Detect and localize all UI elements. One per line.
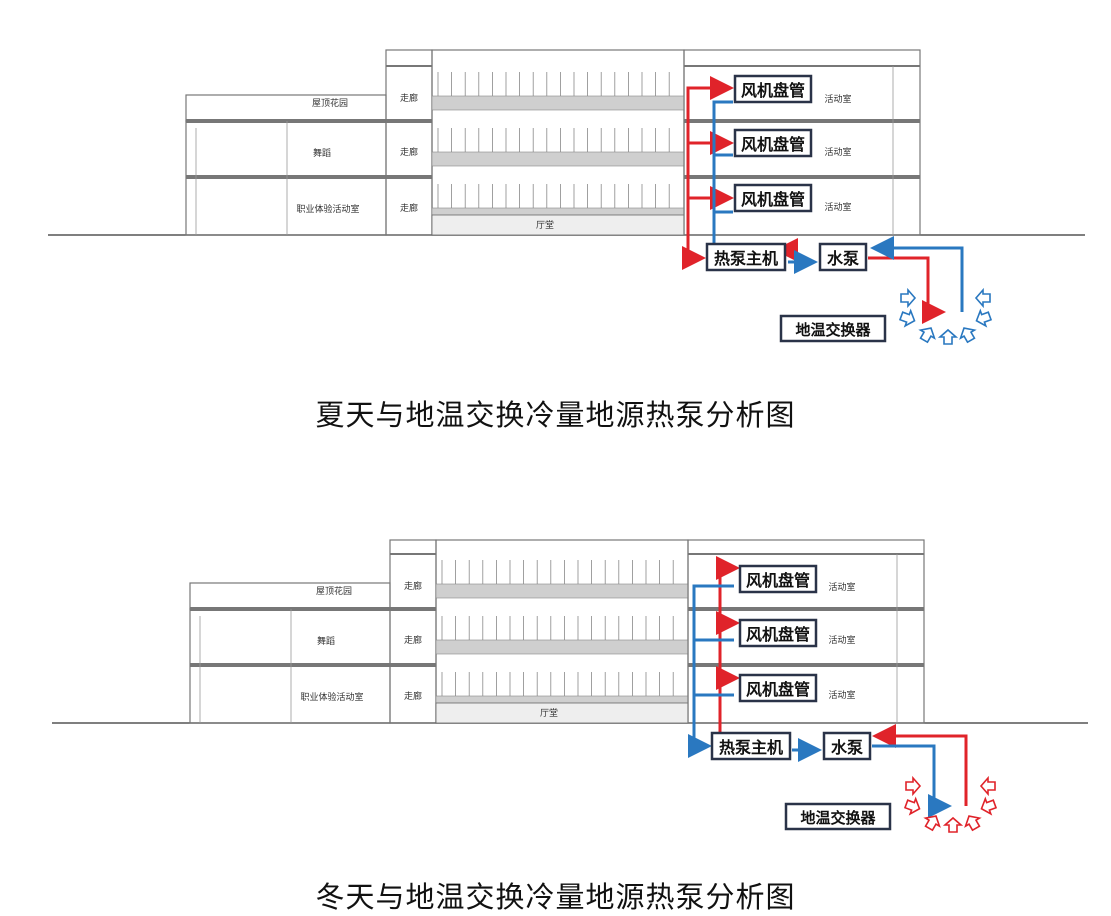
- room-activity-2: 活动室: [824, 146, 851, 158]
- svg-text:水泵: 水泵: [827, 249, 859, 268]
- room-activity-1: 活动室: [828, 581, 855, 593]
- room-corridor-3: 走廊: [400, 202, 418, 214]
- hollow-arrow-icon: [937, 328, 959, 345]
- svg-text:风机盘管: 风机盘管: [746, 680, 810, 699]
- room-dance: 舞蹈: [313, 148, 331, 159]
- winter-hot-pipes: [716, 556, 968, 806]
- atrium: [435, 539, 689, 724]
- summer-section-drawing: 屋顶花园 舞蹈 职业体验活动室 走廊 走廊 走廊 厅堂 活动室 活动室 活动室 …: [48, 49, 1085, 345]
- winter-ground-arrows: [903, 775, 998, 833]
- room-career: 职业体验活动室: [300, 691, 363, 703]
- ground-exchanger-box: 地温交换器: [784, 802, 892, 831]
- fan-coil-box-3: 风机盘管: [738, 673, 818, 703]
- fan-coil-box-1: 风机盘管: [733, 74, 813, 104]
- room-activity-3: 活动室: [824, 201, 851, 213]
- svg-text:风机盘管: 风机盘管: [741, 81, 805, 100]
- svg-text:风机盘管: 风机盘管: [746, 571, 810, 590]
- hollow-arrow-icon: [974, 287, 991, 309]
- summer-cold-pipes: [712, 100, 964, 312]
- hollow-arrow-icon: [903, 796, 921, 816]
- fan-coil-box-2: 风机盘管: [738, 618, 818, 648]
- right-block: [687, 539, 925, 724]
- room-corridor-1: 走廊: [400, 92, 418, 104]
- hollow-arrow-icon: [964, 815, 982, 832]
- room-activity-2: 活动室: [828, 634, 855, 646]
- atrium: [431, 49, 685, 236]
- hollow-arrow-icon: [898, 308, 916, 328]
- hollow-arrow-icon: [979, 775, 996, 797]
- summer-ground-arrows: [898, 287, 993, 345]
- room-dance: 舞蹈: [317, 636, 335, 647]
- room-corridor-2: 走廊: [400, 146, 418, 158]
- summer-caption: 夏天与地温交换冷量地源热泵分析图: [315, 398, 796, 432]
- right-block: [683, 49, 921, 236]
- atrium-louvres: [431, 72, 685, 223]
- water-pump-box: 水泵: [822, 731, 872, 761]
- room-hall: 厅堂: [536, 219, 554, 231]
- winter-cold-pipes: [688, 584, 952, 818]
- svg-text:风机盘管: 风机盘管: [741, 190, 805, 209]
- room-activity-3: 活动室: [828, 689, 855, 701]
- summer-hot-pipes: [682, 76, 946, 324]
- svg-text:风机盘管: 风机盘管: [741, 135, 805, 154]
- room-corridor-2: 走廊: [404, 634, 422, 646]
- winter-section-drawing: 屋顶花园 舞蹈 职业体验活动室 走廊 走廊 走廊 厅堂 活动室 活动室 活动室 …: [52, 539, 1088, 833]
- room-activity-1: 活动室: [824, 93, 851, 105]
- room-corridor-3: 走廊: [404, 690, 422, 702]
- hollow-arrow-icon: [975, 308, 993, 328]
- svg-text:热泵主机: 热泵主机: [714, 249, 778, 268]
- svg-text:水泵: 水泵: [831, 738, 863, 757]
- hollow-arrow-icon: [900, 287, 917, 309]
- fan-coil-box-1: 风机盘管: [738, 564, 818, 594]
- ground-exchanger-box: 地温交换器: [779, 314, 887, 343]
- svg-text:热泵主机: 热泵主机: [719, 738, 783, 757]
- svg-text:风机盘管: 风机盘管: [746, 625, 810, 644]
- fan-coil-box-3: 风机盘管: [733, 183, 813, 213]
- svg-text:地温交换器: 地温交换器: [800, 809, 876, 827]
- room-corridor-1: 走廊: [404, 580, 422, 592]
- roof-garden-parapet: [189, 582, 391, 610]
- water-pump-box: 水泵: [818, 242, 868, 272]
- room-roof-garden: 屋顶花园: [316, 585, 352, 597]
- svg-text:地温交换器: 地温交换器: [795, 321, 871, 339]
- hollow-arrow-icon: [942, 816, 964, 833]
- hollow-arrow-icon: [980, 796, 998, 816]
- room-career: 职业体验活动室: [296, 203, 359, 215]
- hollow-arrow-icon: [923, 815, 941, 832]
- room-roof-garden: 屋顶花园: [312, 97, 348, 109]
- hollow-arrow-icon: [959, 327, 977, 344]
- summer-diagram: 屋顶花园 舞蹈 职业体验活动室 走廊 走廊 走廊 厅堂 活动室 活动室 活动室 …: [0, 0, 1111, 380]
- winter-diagram: 屋顶花园 舞蹈 职业体验活动室 走廊 走廊 走廊 厅堂 活动室 活动室 活动室 …: [0, 490, 1111, 870]
- heat-pump-box: 热泵主机: [705, 242, 787, 272]
- heat-pump-box: 热泵主机: [710, 731, 792, 761]
- winter-caption: 冬天与地温交换冷量地源热泵分析图: [315, 880, 796, 914]
- room-hall: 厅堂: [540, 707, 558, 719]
- hollow-arrow-icon: [905, 775, 922, 797]
- hollow-arrow-icon: [918, 327, 936, 344]
- atrium-louvres: [435, 560, 689, 711]
- roof-garden-parapet: [185, 94, 387, 122]
- fan-coil-box-2: 风机盘管: [733, 128, 813, 158]
